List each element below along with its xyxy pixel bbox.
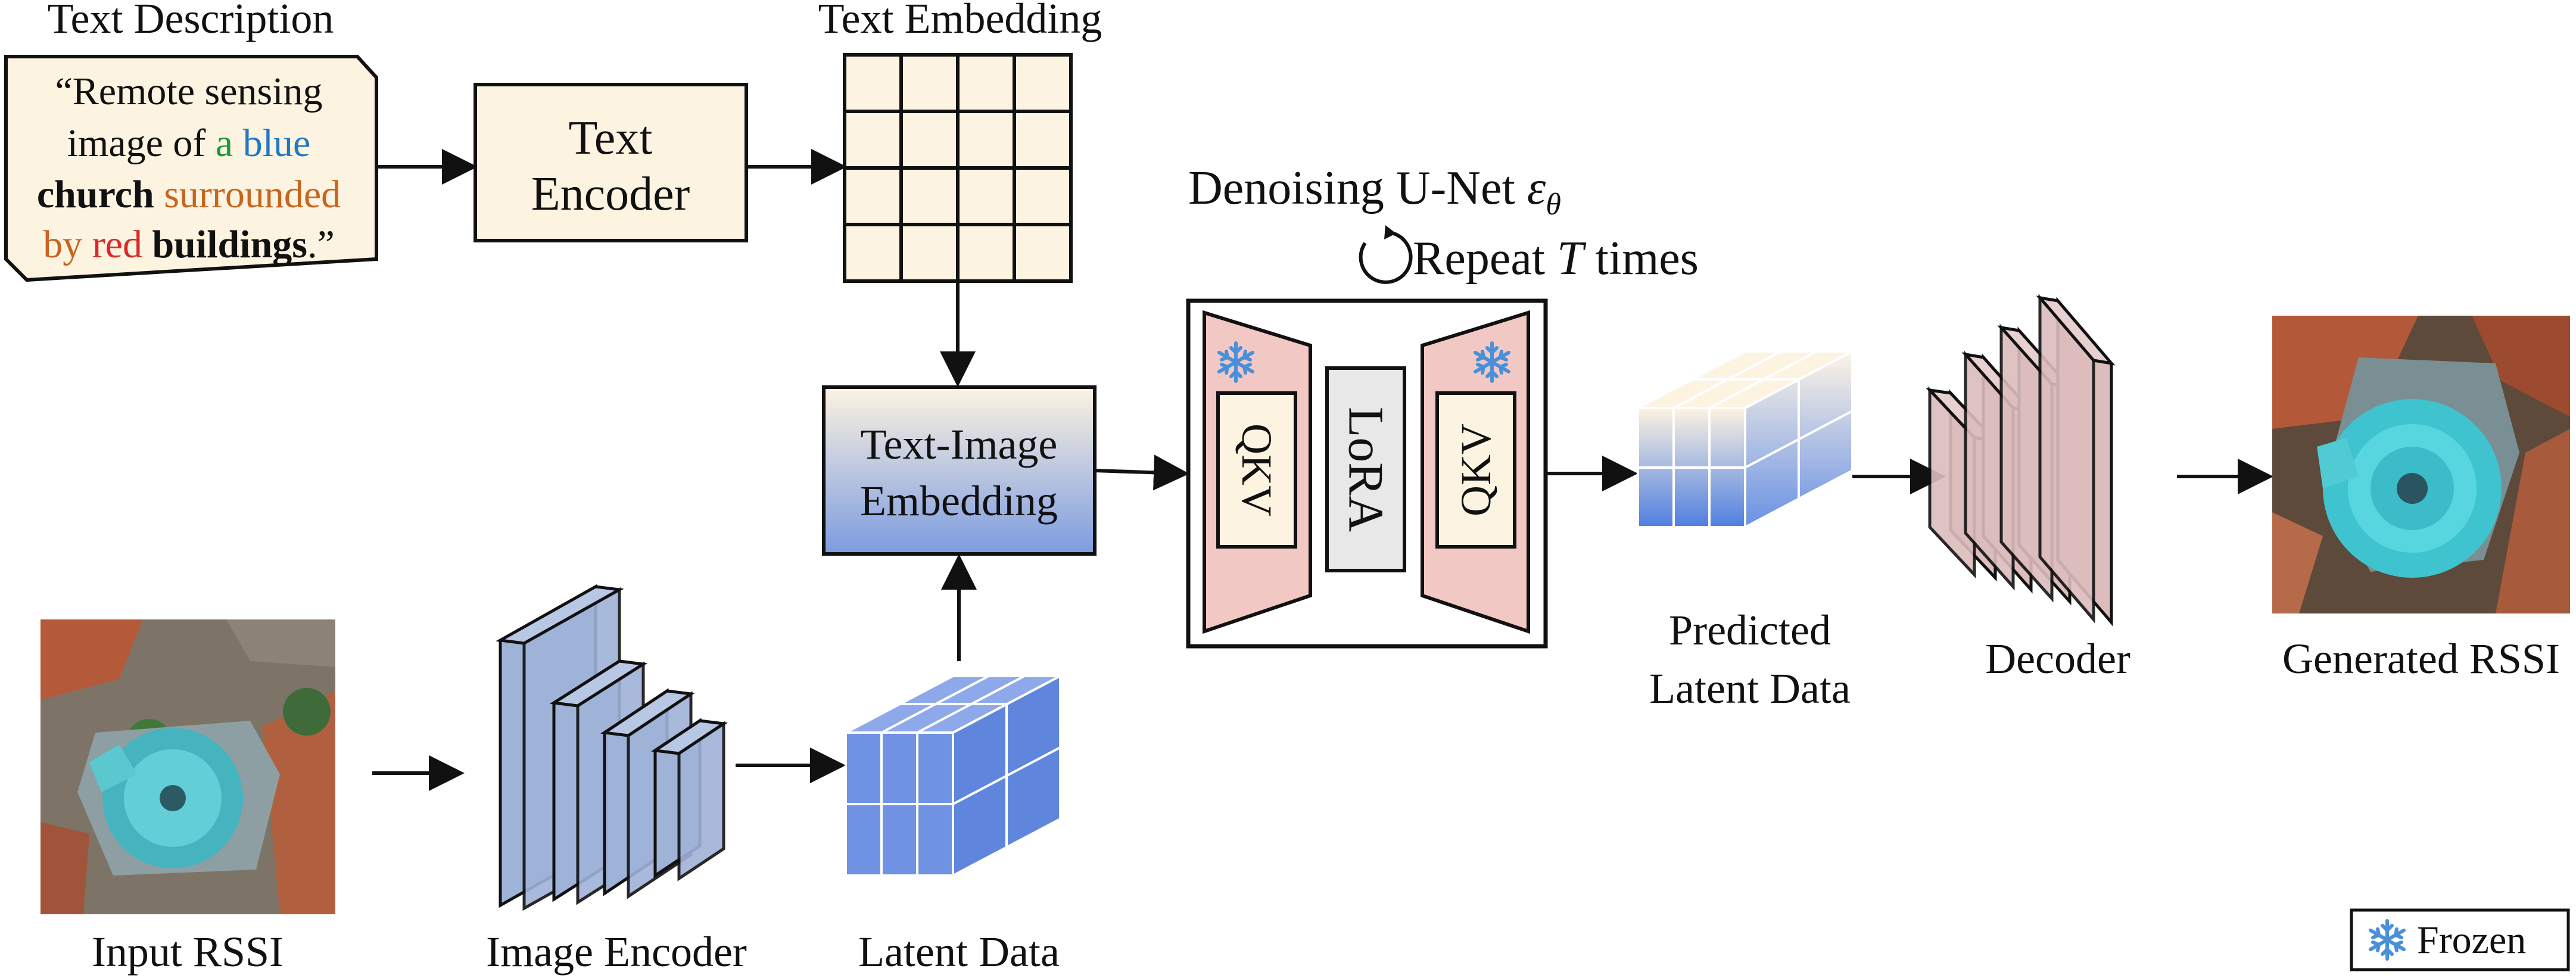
desc-line-1: “Remote sensing bbox=[55, 70, 322, 113]
text-image-embedding-line-1: Text-Image bbox=[861, 421, 1058, 468]
word-buildings: buildings bbox=[152, 223, 307, 266]
word-surrounded: surrounded bbox=[154, 173, 341, 216]
qkv-left-label: QKV bbox=[1233, 423, 1281, 516]
latent-data-label: Latent Data bbox=[858, 928, 1060, 976]
generated-rssi-label: Generated RSSI bbox=[2282, 635, 2560, 683]
qkv-right-box bbox=[1435, 391, 1516, 549]
arrow-fusion-to-unet bbox=[1094, 454, 1189, 491]
text-embedding-grid bbox=[843, 53, 1073, 283]
text-image-embedding-box bbox=[822, 385, 1097, 556]
decoder-layers bbox=[1926, 294, 2116, 627]
input-rssi-label: Input RSSI bbox=[92, 928, 284, 976]
image-encoder-label: Image Encoder bbox=[486, 928, 747, 976]
desc-line-3: church surrounded bbox=[37, 173, 341, 216]
decoder-label: Decoder bbox=[1985, 635, 2130, 683]
repeat-label: Repeat T times bbox=[1413, 232, 1699, 285]
qkv-right-label: QKV bbox=[1452, 423, 1500, 516]
image-encoder-layers bbox=[496, 584, 728, 911]
text-description-title: Text Description bbox=[48, 0, 334, 42]
text-encoder-line-2: Encoder bbox=[531, 168, 690, 220]
word-church: church bbox=[37, 173, 154, 216]
repeat-loop-arrowhead bbox=[1384, 225, 1396, 239]
text-description-box bbox=[4, 55, 378, 282]
input-rssi-image bbox=[41, 619, 335, 914]
text-encoder-box bbox=[474, 83, 748, 242]
lora-box bbox=[1325, 366, 1406, 572]
word-blue: blue bbox=[243, 122, 311, 165]
text-encoder-line-1: Text bbox=[568, 112, 652, 164]
unet-title: Denoising U-Net εθ bbox=[1188, 162, 1561, 222]
text-embedding-title: Text Embedding bbox=[818, 0, 1102, 42]
text-image-embedding-line-2: Embedding bbox=[860, 477, 1058, 525]
predicted-latent-line-1: Predicted bbox=[1669, 606, 1831, 654]
repeat-loop-icon bbox=[1359, 231, 1413, 284]
word-red: red bbox=[92, 223, 142, 266]
lora-label: LoRA bbox=[1338, 407, 1394, 532]
predicted-latent-line-2: Latent Data bbox=[1649, 665, 1851, 712]
word-a: a bbox=[216, 122, 233, 165]
qkv-left-box bbox=[1216, 391, 1297, 549]
legend-frozen-label: Frozen bbox=[2417, 918, 2526, 962]
desc-line-4: by red buildings.” bbox=[43, 223, 335, 266]
latent-data-cube bbox=[845, 674, 1061, 878]
predicted-latent-cube bbox=[1637, 349, 1854, 530]
desc-line-2: image of a blue bbox=[67, 122, 311, 165]
generated-rssi-image bbox=[2272, 316, 2570, 613]
